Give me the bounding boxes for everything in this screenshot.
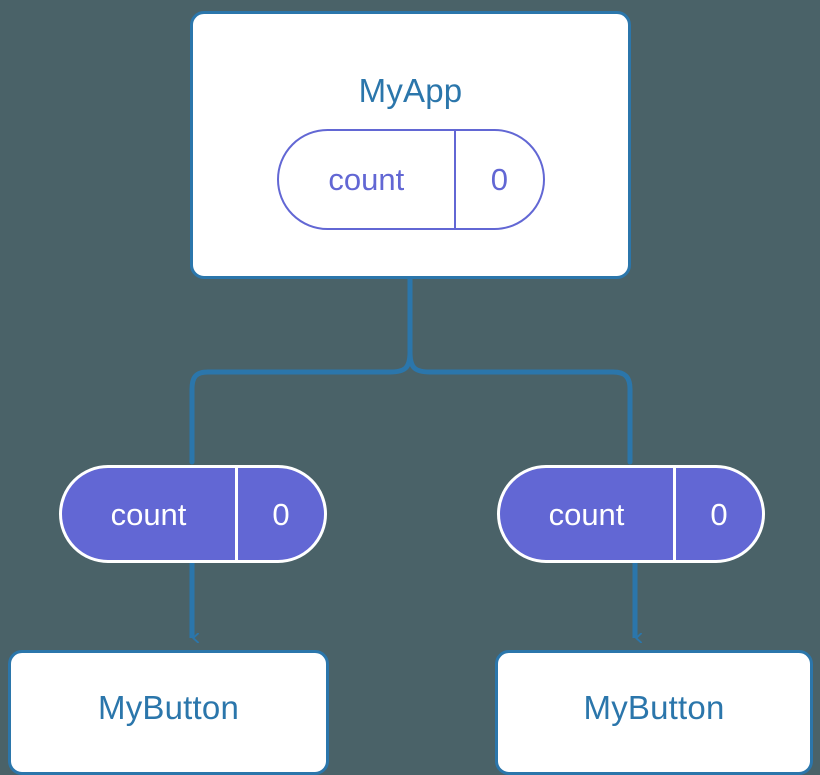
component-name-mybutton: MyButton [583,689,725,726]
state-key-label: count [500,468,676,560]
component-name-mybutton: MyButton [98,689,239,726]
state-key-label: count [62,468,238,560]
component-name-myapp: MyApp [358,72,463,109]
state-value-label: 0 [490,162,508,197]
state-key-label: count [279,131,456,228]
connector-branch-left [189,349,413,465]
state-pill-left-branch[interactable]: count 0 [59,465,327,563]
state-pill-right-branch[interactable]: count 0 [497,465,765,563]
component-node-mybutton-right[interactable]: MyButton [495,650,813,775]
connector-branch-right [407,349,633,465]
component-node-mybutton-left[interactable]: MyButton [8,650,329,775]
state-pill-myapp[interactable]: count 0 [277,129,545,230]
state-value-label: 0 [272,496,290,532]
state-value-label: 0 [710,496,728,532]
